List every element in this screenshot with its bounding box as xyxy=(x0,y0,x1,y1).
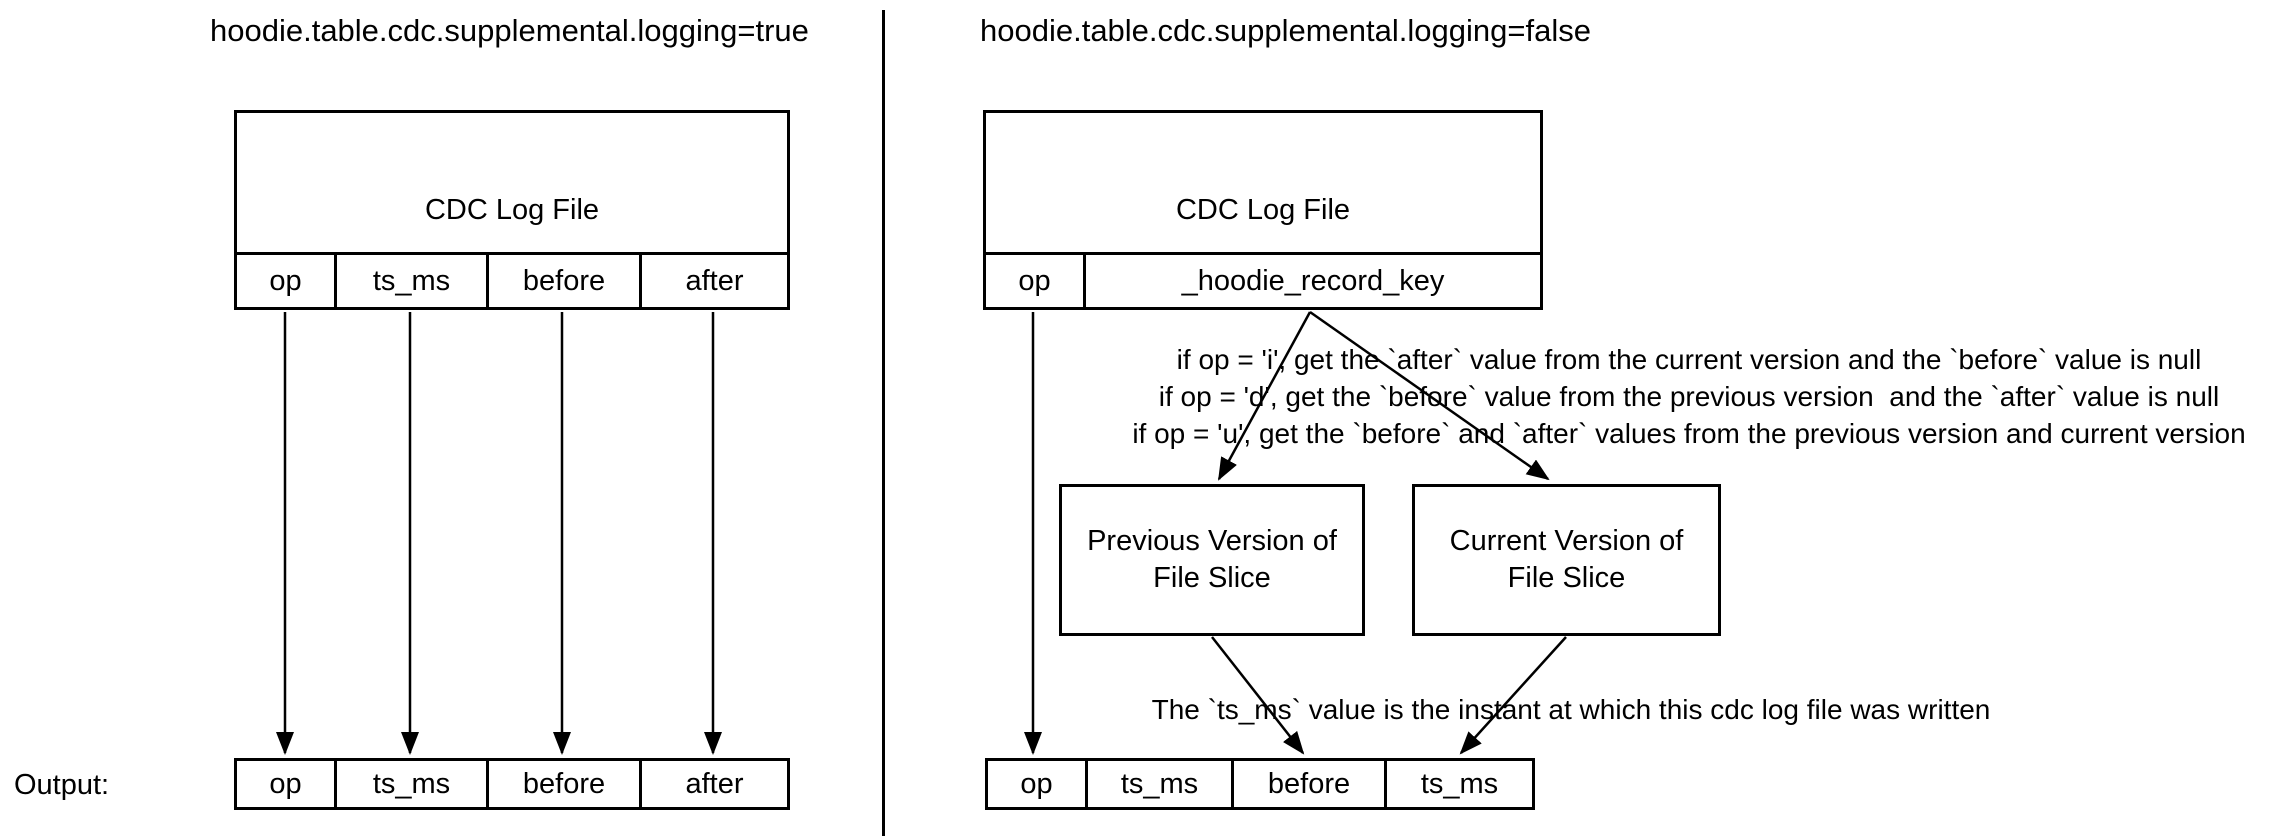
right-output-col-op: op xyxy=(1020,767,1053,800)
right-cdc-box-label: CDC Log File xyxy=(1175,193,1351,226)
previous-version-file-slice-box: Previous Version of File Slice xyxy=(1059,484,1365,636)
op-rule-update: if op = 'u', get the `before` and `after… xyxy=(1132,418,2246,449)
left-output-col-op: op xyxy=(269,767,302,800)
left-output-col-after: after xyxy=(639,761,787,807)
right-cdc-col-op: op xyxy=(1018,264,1051,297)
output-label: Output: xyxy=(14,769,110,801)
left-cdc-col-after: after xyxy=(639,255,787,307)
right-output-row: op ts_ms before ts_ms xyxy=(985,758,1535,810)
left-cdc-col-before: before xyxy=(486,255,639,307)
panel-divider-line xyxy=(882,10,885,836)
current-version-label: Current Version of File Slice xyxy=(1449,525,1684,594)
left-cdc-columns-row: op ts_ms before after xyxy=(237,252,787,307)
previous-version-label: Previous Version of File Slice xyxy=(1087,525,1337,594)
right-output-col-ts-ms: ts_ms xyxy=(1085,761,1231,807)
right-output-col-before: before xyxy=(1231,761,1384,807)
ts-ms-note: The `ts_ms` value is the instant at whic… xyxy=(1151,694,1991,725)
left-cdc-col-op: op xyxy=(269,264,302,297)
current-version-file-slice-box: Current Version of File Slice xyxy=(1412,484,1721,636)
left-cdc-col-ts-ms: ts_ms xyxy=(334,255,486,307)
op-rule-insert: if op = 'i', get the `after` value from … xyxy=(1176,344,2202,375)
left-output-col-ts-ms: ts_ms xyxy=(334,761,486,807)
right-cdc-columns-row: op _hoodie_record_key xyxy=(986,252,1540,307)
op-rules-text: if op = 'i', get the `after` value from … xyxy=(1100,341,2278,452)
left-output-row: op ts_ms before after xyxy=(234,758,790,810)
left-cdc-box-label: CDC Log File xyxy=(424,193,600,226)
right-config-title: hoodie.table.cdc.supplemental.logging=fa… xyxy=(980,13,1591,48)
right-cdc-col-hoodie-record-key: _hoodie_record_key xyxy=(1083,255,1540,307)
right-output-col-ts-ms-2: ts_ms xyxy=(1384,761,1532,807)
left-cdc-log-file-box: CDC Log File op ts_ms before after xyxy=(234,110,790,310)
op-rule-delete: if op = 'd', get the `before` value from… xyxy=(1158,381,2220,412)
left-output-col-before: before xyxy=(486,761,639,807)
left-config-title: hoodie.table.cdc.supplemental.logging=tr… xyxy=(210,13,809,48)
right-cdc-log-file-box: CDC Log File op _hoodie_record_key xyxy=(983,110,1543,310)
